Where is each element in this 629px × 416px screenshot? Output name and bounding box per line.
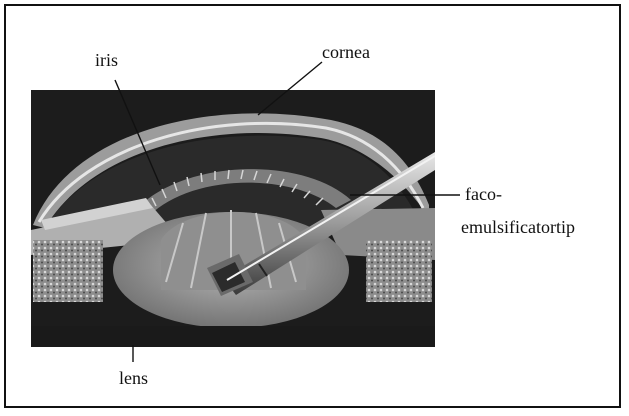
iris-label: iris <box>95 50 118 70</box>
iris-leader-line <box>115 80 160 185</box>
faco-label-line1: faco- <box>465 184 502 204</box>
lens-label: lens <box>119 368 148 388</box>
cornea-leader-line <box>258 62 322 115</box>
faco-label-line2: emulsificatortip <box>461 217 575 237</box>
cornea-label: cornea <box>322 42 370 62</box>
